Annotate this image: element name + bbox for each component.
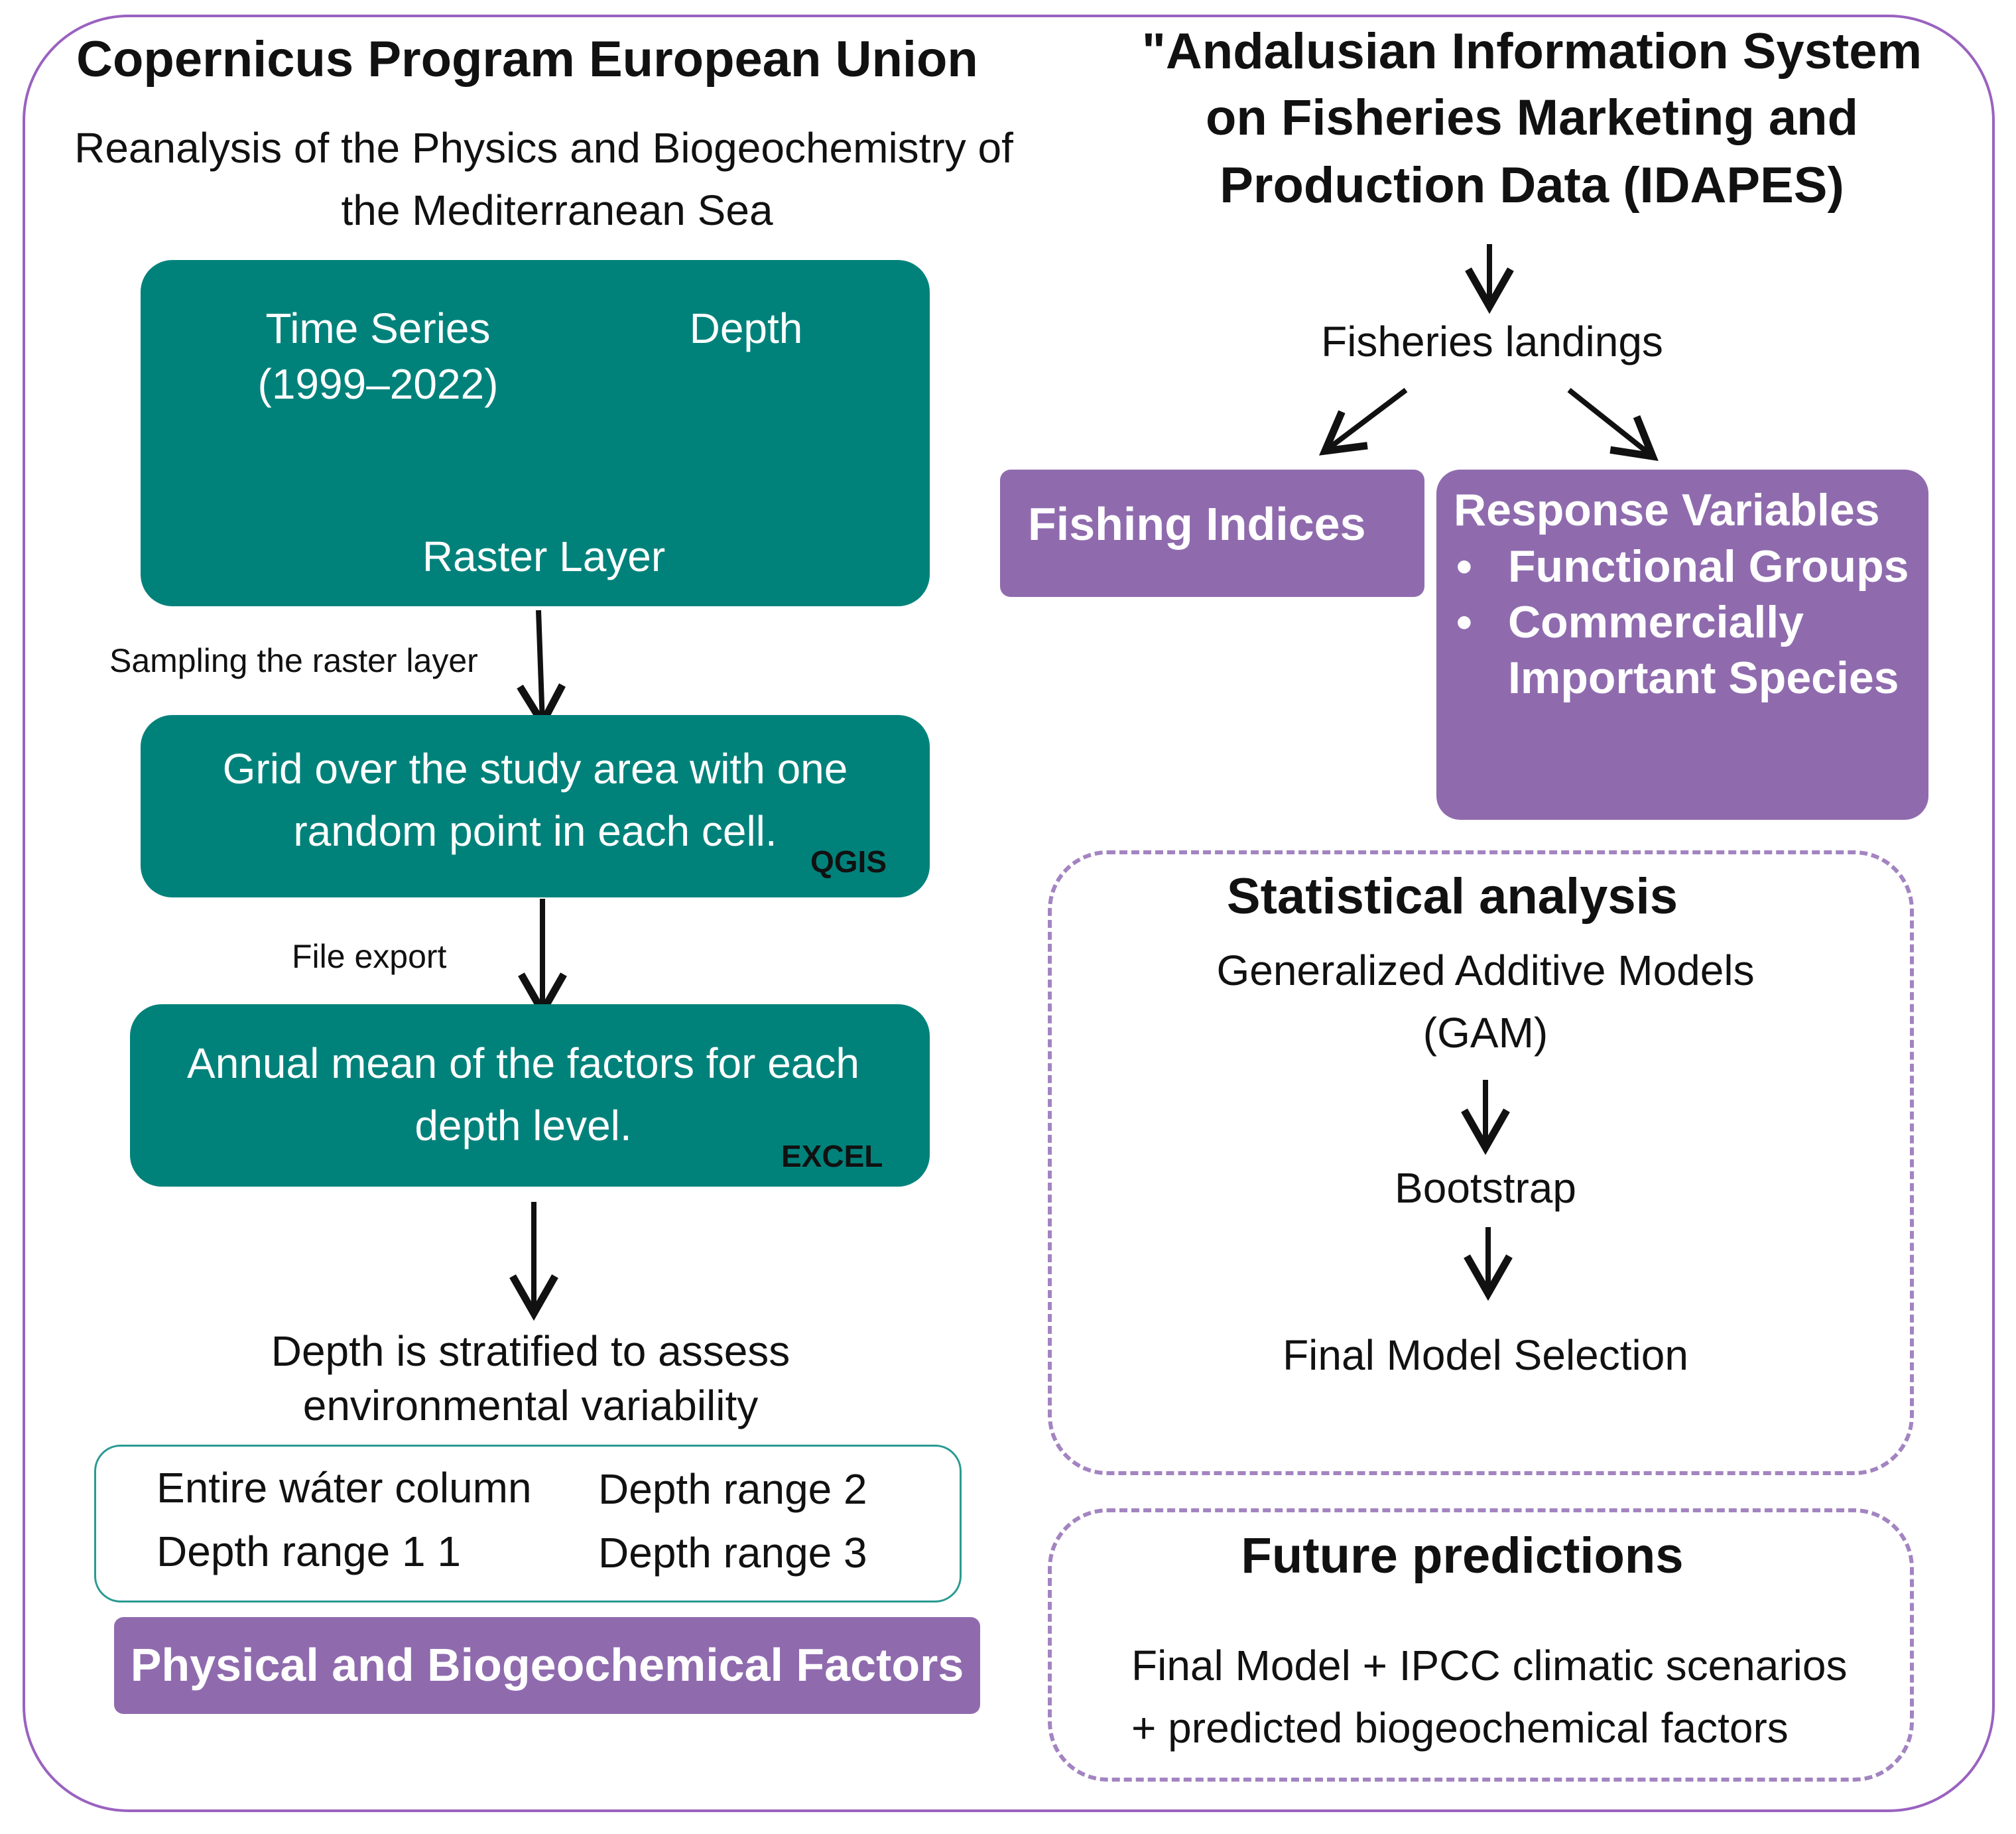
annual-mean-line2: depth level. (414, 1102, 632, 1149)
grid-line2: random point in each cell. (293, 807, 777, 855)
response-variables-title: Response Variables (1454, 485, 1880, 535)
depth-range-3: Depth range 3 (598, 1529, 867, 1577)
future-line1: Final Model + IPCC climatic scenarios (1131, 1642, 1848, 1689)
copernicus-title: Copernicus Program European Union (76, 31, 978, 88)
idapes-title-line2: on Fisheries Marketing and (1206, 90, 1858, 146)
stratified-line2: environmental variability (302, 1382, 759, 1429)
factors-label: Physical and Biogeochemical Factors (130, 1639, 964, 1691)
stratified-line1: Depth is stratified to assess (271, 1327, 790, 1375)
depth-ranges-box (94, 1445, 962, 1603)
important-species-label: Important Species (1508, 653, 1899, 703)
future-predictions-box (1048, 1508, 1914, 1782)
entire-water-column: Entire wáter column (157, 1464, 532, 1512)
reanalysis-subtitle-line1: Reanalysis of the Physics and Biogeochem… (74, 124, 1013, 172)
fishing-indices-label: Fishing Indices (1028, 498, 1366, 550)
file-export-label: File export (292, 938, 447, 975)
commercially-label: Commercially (1508, 597, 1804, 647)
time-depth-box (141, 260, 930, 606)
arrow-to-response (1567, 387, 1659, 462)
future-predictions-title: Future predictions (1241, 1528, 1684, 1584)
raster-layer-label: Raster Layer (422, 533, 666, 580)
idapes-title-line3: Production Data (IDAPES) (1220, 157, 1844, 214)
gam-line1: Generalized Additive Models (1216, 947, 1755, 994)
time-series-years: (1999–2022) (257, 360, 499, 408)
factors-banner (114, 1617, 980, 1714)
grid-box (141, 715, 930, 897)
idapes-title-line1: "Andalusian Information System (1141, 23, 1922, 80)
fisheries-landings: Fisheries landings (1321, 318, 1663, 365)
fishing-indices-box (1000, 470, 1424, 597)
depth-label: Depth (689, 304, 803, 352)
future-line2: + predicted biogeochemical factors (1131, 1704, 1789, 1752)
arrow-to-fishing-indices (1318, 387, 1408, 456)
outer-frame (23, 15, 1995, 1812)
reanalysis-subtitle-line2: the Mediterranean Sea (341, 186, 773, 234)
final-model-selection: Final Model Selection (1283, 1331, 1688, 1379)
sampling-label: Sampling the raster layer (109, 642, 478, 679)
qgis-tag: QGIS (810, 844, 887, 879)
response-item-functional-groups: Functional Groups (1454, 539, 1924, 594)
statistical-analysis-title: Statistical analysis (1226, 868, 1678, 925)
excel-tag: EXCEL (781, 1139, 883, 1173)
time-series-label: Time Series (265, 304, 491, 352)
grid-line1: Grid over the study area with one (222, 745, 848, 793)
depth-range-1: Depth range 1 1 (157, 1528, 461, 1575)
response-variables-list: Functional Groups CommerciallyImportant … (1454, 539, 1924, 706)
depth-range-2: Depth range 2 (598, 1465, 867, 1513)
bootstrap-label: Bootstrap (1395, 1164, 1576, 1212)
functional-groups-label: Functional Groups (1508, 541, 1909, 592)
annual-mean-line1: Annual mean of the factors for each (187, 1039, 859, 1087)
arrow-sampling (517, 610, 566, 731)
statistical-analysis-box (1048, 850, 1914, 1475)
gam-line2: (GAM) (1422, 1009, 1548, 1057)
annual-mean-box (130, 1004, 930, 1187)
